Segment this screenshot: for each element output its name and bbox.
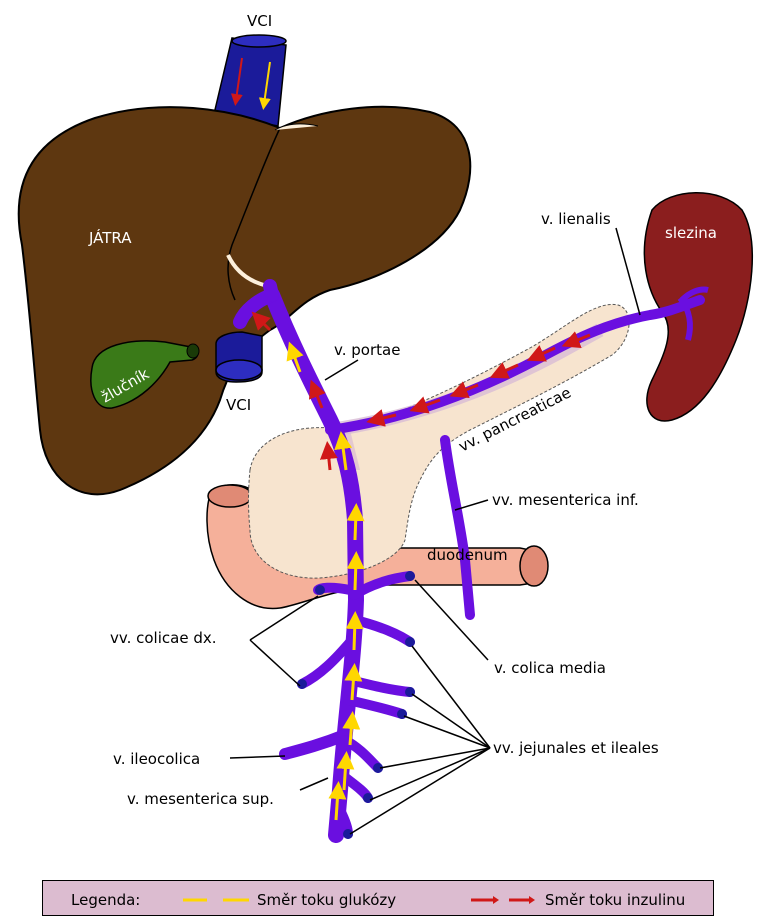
label-superior-mesenteric-vein: v. mesenterica sup.	[127, 790, 274, 808]
legend: Legenda: Směr toku glukózy Směr toku inz…	[42, 880, 714, 916]
label-jejunal-ileal-veins: vv. jejunales et ileales	[493, 739, 659, 757]
label-vci-top: VCI	[247, 12, 272, 30]
legend-insulin-label: Směr toku inzulinu	[545, 891, 685, 909]
legend-title: Legenda:	[71, 891, 140, 909]
label-ileocolic-vein: v. ileocolica	[113, 750, 200, 768]
label-vci-lower: VCI	[226, 396, 251, 414]
vci-lower	[216, 332, 262, 382]
label-inferior-mesenteric-vein: vv. mesenterica inf.	[492, 491, 639, 509]
label-portal-vein: v. portae	[334, 341, 400, 359]
legend-insulin-swatch	[471, 896, 535, 904]
label-spleen: slezina	[665, 224, 717, 242]
legend-glucose-label: Směr toku glukózy	[257, 891, 396, 909]
label-middle-colic-vein: v. colica media	[494, 659, 606, 677]
label-right-colic-veins: vv. colicae dx.	[110, 629, 217, 647]
label-duodenum: duodenum	[427, 546, 508, 564]
label-liver: JÁTRA	[88, 228, 132, 247]
label-splenic-vein: v. lienalis	[541, 210, 611, 228]
inferior-mesenteric-vein	[445, 440, 470, 615]
